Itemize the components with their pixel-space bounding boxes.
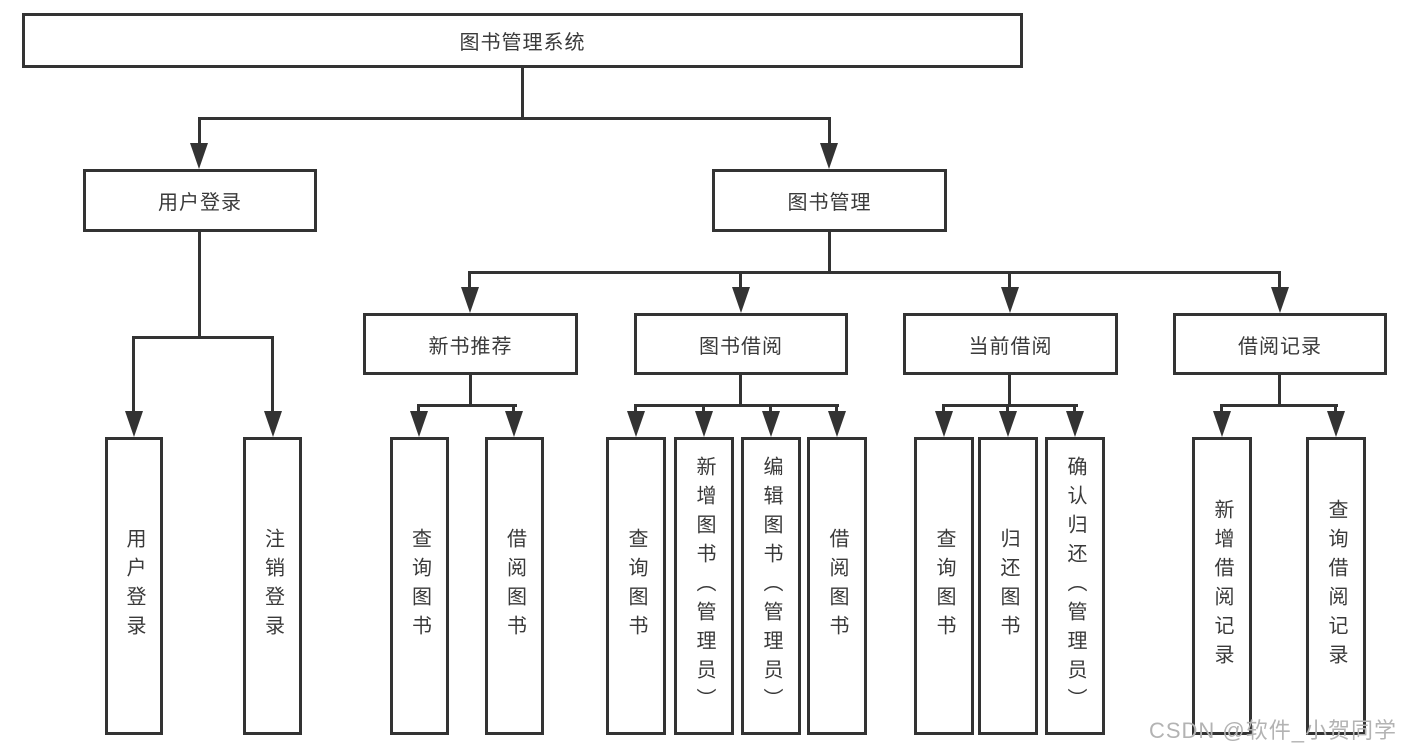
leaf-edit-book-admin-label: 编辑图书（管理员）: [760, 455, 782, 717]
connector-drop: [1334, 404, 1337, 414]
connector-user-login-split: [132, 336, 274, 339]
leaf-user-login: 用户登录: [105, 437, 163, 735]
connector-drop: [468, 271, 471, 291]
leaf-add-book-admin-label: 新增图书（管理员）: [693, 455, 715, 717]
arrow-down-icon: [505, 411, 523, 437]
connector-drop-book-mgmt: [828, 117, 831, 147]
node-current-borrow-label: 当前借阅: [968, 335, 1053, 358]
arrow-down-icon: [935, 411, 953, 437]
arrow-down-icon: [1213, 411, 1231, 437]
arrow-down-icon: [627, 411, 645, 437]
node-root-label: 图书管理系统: [459, 32, 586, 54]
arrow-down-icon: [410, 411, 428, 437]
arrow-down-icon: [1001, 287, 1019, 313]
connector-drop: [271, 336, 274, 414]
node-book-management: 图书管理: [712, 169, 947, 232]
connector-drop: [512, 404, 515, 414]
leaf-logout-login: 注销登录: [243, 437, 302, 735]
arrow-down-icon: [1271, 287, 1289, 313]
connector-stem: [1278, 375, 1281, 407]
leaf-borrow-books: 借阅图书: [807, 437, 867, 735]
connector-split: [634, 404, 839, 407]
leaf-borrow-books-label: 借阅图书: [826, 528, 848, 644]
arrow-down-icon: [264, 411, 282, 437]
node-book-management-label: 图书管理: [787, 192, 872, 214]
node-book-borrow: 图书借阅: [634, 313, 848, 375]
connector-drop-user-login: [198, 117, 201, 147]
connector-split: [1220, 404, 1338, 407]
leaf-query-borrow-record-label: 查询借阅记录: [1325, 499, 1347, 673]
arrow-down-icon: [820, 143, 838, 169]
node-borrow-records-label: 借阅记录: [1238, 335, 1322, 358]
arrow-down-icon: [828, 411, 846, 437]
connector-stem: [1008, 375, 1011, 407]
node-root: 图书管理系统: [22, 13, 1023, 68]
leaf-return-book-label: 归还图书: [997, 528, 1019, 644]
connector-stem: [469, 375, 472, 407]
arrow-down-icon: [1066, 411, 1084, 437]
watermark: CSDN @软件_小贺同学: [1148, 718, 1397, 743]
leaf-query-books-label: 查询图书: [625, 528, 647, 644]
arrow-down-icon: [732, 287, 750, 313]
connector-drop: [1073, 404, 1076, 414]
leaf-edit-book-admin: 编辑图书（管理员）: [741, 437, 801, 735]
connector-drop: [1008, 271, 1011, 291]
node-user-login-label: 用户登录: [158, 192, 242, 214]
leaf-add-borrow-record: 新增借阅记录: [1192, 437, 1252, 735]
connector-drop: [702, 404, 705, 414]
node-new-book-recommend-label: 新书推荐: [428, 335, 513, 358]
leaf-logout-login-label: 注销登录: [261, 528, 284, 644]
leaf-return-book: 归还图书: [978, 437, 1038, 735]
leaf-add-book-admin: 新增图书（管理员）: [674, 437, 734, 735]
leaf-query-books-label: 查询图书: [933, 528, 955, 644]
connector-split: [942, 404, 1078, 407]
connector-user-login-stem: [198, 232, 201, 339]
connector-drop: [634, 404, 637, 414]
connector-drop: [1278, 271, 1281, 291]
leaf-add-borrow-record-label: 新增借阅记录: [1211, 499, 1233, 673]
leaf-query-books: 查询图书: [390, 437, 449, 735]
leaf-query-books: 查询图书: [914, 437, 974, 735]
connector-root-stem: [521, 68, 524, 120]
connector-drop: [739, 271, 742, 291]
connector-drop: [132, 336, 135, 414]
connector-drop: [942, 404, 945, 414]
connector-book-mgmt-split: [468, 271, 1281, 274]
arrow-down-icon: [190, 143, 208, 169]
leaf-query-borrow-record: 查询借阅记录: [1306, 437, 1366, 735]
leaf-borrow-books-label: 借阅图书: [503, 528, 526, 644]
node-user-login: 用户登录: [83, 169, 317, 232]
arrow-down-icon: [999, 411, 1017, 437]
connector-drop: [835, 404, 838, 414]
connector-root-split: [198, 117, 831, 120]
leaf-query-books-label: 查询图书: [408, 528, 431, 644]
connector-book-mgmt-stem: [828, 232, 831, 274]
connector-split: [417, 404, 517, 407]
node-borrow-records: 借阅记录: [1173, 313, 1387, 375]
leaf-user-login-label: 用户登录: [123, 528, 145, 644]
node-new-book-recommend: 新书推荐: [363, 313, 578, 375]
leaf-borrow-books: 借阅图书: [485, 437, 544, 735]
connector-drop: [1220, 404, 1223, 414]
leaf-confirm-return-admin: 确认归还（管理员）: [1045, 437, 1105, 735]
leaf-query-books: 查询图书: [606, 437, 666, 735]
arrow-down-icon: [762, 411, 780, 437]
node-book-borrow-label: 图书借阅: [699, 335, 783, 358]
connector-drop: [417, 404, 420, 414]
arrow-down-icon: [125, 411, 143, 437]
connector-drop: [1006, 404, 1009, 414]
arrow-down-icon: [461, 287, 479, 313]
node-current-borrow: 当前借阅: [903, 313, 1118, 375]
connector-drop: [769, 404, 772, 414]
arrow-down-icon: [695, 411, 713, 437]
arrow-down-icon: [1327, 411, 1345, 437]
connector-stem: [739, 375, 742, 407]
leaf-confirm-return-admin-label: 确认归还（管理员）: [1064, 455, 1086, 717]
